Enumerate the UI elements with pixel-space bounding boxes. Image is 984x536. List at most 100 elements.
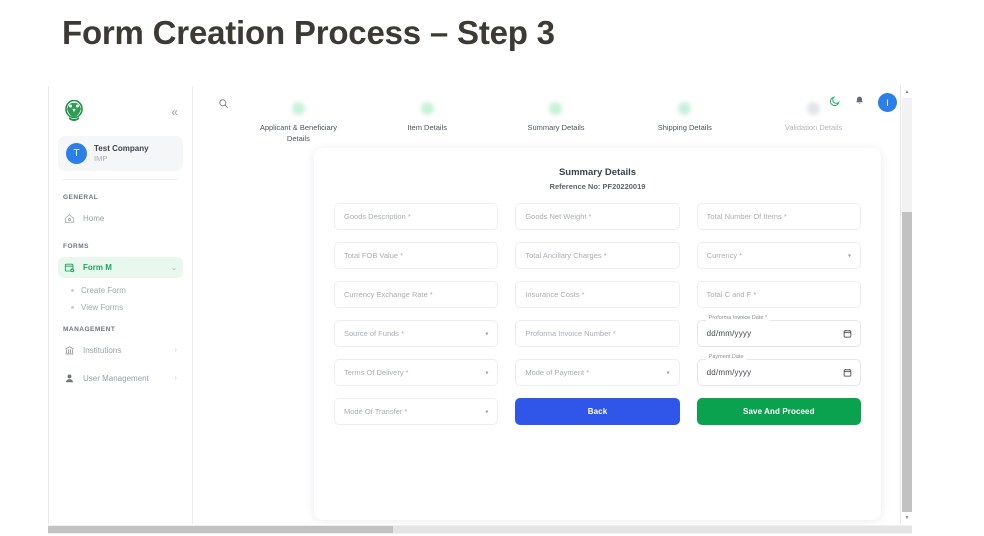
field-placeholder: Mode of Payment * [525,367,590,377]
currency-exchange-rate-input[interactable]: Currency Exchange Rate * [334,281,499,308]
vertical-scrollbar[interactable]: ▲ ▼ [900,86,913,524]
field-placeholder: Insurance Costs * [525,289,585,299]
nav-group-general-label: GENERAL [63,194,99,201]
date-value: dd/mm/yyyy [706,368,752,377]
app-window: « T Test Company IMP GENERAL [48,86,913,524]
field-placeholder: Terms Of Delivery * [344,367,409,377]
field-placeholder: Currency * [706,250,743,260]
horizontal-scrollbar-thumb[interactable] [48,526,393,533]
chevron-down-icon[interactable]: ▾ [666,370,670,376]
chevron-down-icon[interactable]: ⌄ [171,264,177,272]
moon-icon[interactable] [829,94,841,112]
step-label: Validation Details [784,123,843,132]
total-number-of-items-input[interactable]: Total Number Of Items * [696,203,861,230]
main-content: I Applicant & Beneficiary Details Item D… [194,86,913,524]
bell-icon[interactable] [854,94,865,112]
form-fields-grid: Goods Description * Goods Net Weight * T… [334,203,861,425]
step-label: Applicant & Beneficiary Details [259,123,337,143]
nav-group-management-label: MANAGEMENT [63,326,116,333]
save-and-proceed-button[interactable]: Save And Proceed [696,398,861,425]
topbar: I [194,86,913,122]
sidebar-item-create-form[interactable]: Create Form [69,286,183,295]
proforma-invoice-date-input[interactable]: Proforma Invoice Date * dd/mm/yyyy [696,315,861,347]
step-summary-details[interactable]: Summary Details [492,102,621,145]
field-placeholder: Source of Funds * [344,328,405,338]
calendar-icon[interactable] [843,364,852,382]
mode-of-transfer-select[interactable]: Mode Of Transfer * ▾ [334,398,499,425]
sidebar-item-user-management[interactable]: User Management › [58,368,183,389]
step-item-details[interactable]: Item Details [363,102,492,145]
sidebar-item-institutions-label: Institutions [83,345,122,355]
bullet-icon [71,306,74,309]
form-heading: Summary Details [558,167,637,178]
field-placeholder: Goods Description * [344,211,411,221]
source-of-funds-select[interactable]: Source of Funds * ▾ [334,320,499,347]
step-dot-icon [420,102,434,115]
step-validation-details[interactable]: Validation Details [749,102,878,145]
step-dot-icon [807,102,821,115]
chevron-right-icon[interactable]: › [174,375,177,382]
step-label: Summary Details [527,123,585,132]
step-shipping-details[interactable]: Shipping Details [620,102,749,145]
form-reference-no: Reference No: PF20220019 [549,182,646,191]
calendar-icon[interactable] [843,325,852,343]
company-avatar: T [66,143,87,164]
sidebar-item-view-forms[interactable]: View Forms [69,303,183,312]
proforma-invoice-number-input[interactable]: Proforma Invoice Number * [515,320,680,347]
vertical-scrollbar-thumb[interactable] [902,98,912,212]
step-dot-icon [291,102,305,115]
step-applicant-beneficiary-details[interactable]: Applicant & Beneficiary Details [234,102,363,145]
form-m-icon [64,262,75,273]
vertical-scrollbar-track[interactable] [902,212,912,512]
field-placeholder: Currency Exchange Rate * [344,289,433,299]
chevron-right-icon[interactable]: › [174,347,177,354]
field-placeholder: Proforma Invoice Number * [525,328,616,338]
search-icon[interactable] [218,96,229,114]
chevron-down-icon[interactable]: ▾ [847,253,851,259]
company-name: Test Company [94,143,149,153]
topbar-actions: I [829,93,897,112]
chevron-down-icon[interactable]: ▾ [485,331,489,337]
field-placeholder: Total FOB Value * [344,250,404,260]
currency-select[interactable]: Currency * ▾ [696,242,861,269]
goods-description-input[interactable]: Goods Description * [334,203,499,230]
user-avatar[interactable]: I [878,93,897,112]
insurance-costs-input[interactable]: Insurance Costs * [515,281,680,308]
sidebar-divider [63,179,178,180]
sidebar-item-user-management-label: User Management [83,373,149,383]
goods-net-weight-input[interactable]: Goods Net Weight * [515,203,680,230]
total-c-and-f-input[interactable]: Total C and F * [696,281,861,308]
back-button[interactable]: Back [515,398,680,425]
terms-of-delivery-select[interactable]: Terms Of Delivery * ▾ [334,359,499,386]
field-placeholder: Total C and F * [706,289,757,299]
company-card[interactable]: T Test Company IMP [58,136,183,171]
company-subtitle: IMP [94,153,108,163]
scroll-down-arrow-icon[interactable]: ▼ [904,515,910,521]
sidebar-item-form-m-label: Form M [83,262,112,272]
mode-of-payment-select[interactable]: Mode of Payment * ▾ [515,359,680,386]
total-ancillary-charges-input[interactable]: Total Ancillary Charges * [515,242,680,269]
sidebar-item-view-forms-label: View Forms [81,303,124,312]
summary-details-card: Summary Details Reference No: PF20220019… [314,148,881,520]
sidebar-item-form-m[interactable]: Form M ⌄ [58,257,183,278]
chevron-down-icon[interactable]: ▾ [485,370,489,376]
home-icon [64,213,75,224]
scroll-up-arrow-icon[interactable]: ▲ [904,89,910,95]
sidebar: « T Test Company IMP GENERAL [49,86,193,524]
sidebar-item-institutions[interactable]: Institutions › [58,340,183,361]
field-label: Payment Date [705,354,747,361]
sidebar-item-create-form-label: Create Form [81,286,126,295]
field-label: Proforma Invoice Date * [705,315,771,322]
payment-date-input[interactable]: Payment Date dd/mm/yyyy [696,354,861,386]
step-dot-icon [678,102,692,115]
total-fob-value-input[interactable]: Total FOB Value * [334,242,499,269]
horizontal-scrollbar[interactable] [48,525,912,534]
chevron-down-icon[interactable]: ▾ [485,409,489,415]
date-value: dd/mm/yyyy [706,329,752,338]
horizontal-scrollbar-track[interactable] [393,526,912,533]
sidebar-item-home[interactable]: Home [58,208,183,229]
sidebar-collapse-icon[interactable]: « [171,105,178,119]
bank-icon [64,345,75,356]
sidebar-item-home-label: Home [83,213,105,223]
